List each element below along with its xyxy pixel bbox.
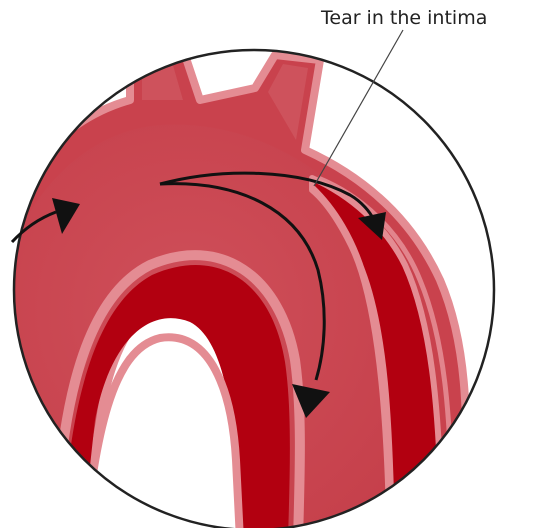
tear-in-intima-label: Tear in the intima: [320, 7, 487, 29]
